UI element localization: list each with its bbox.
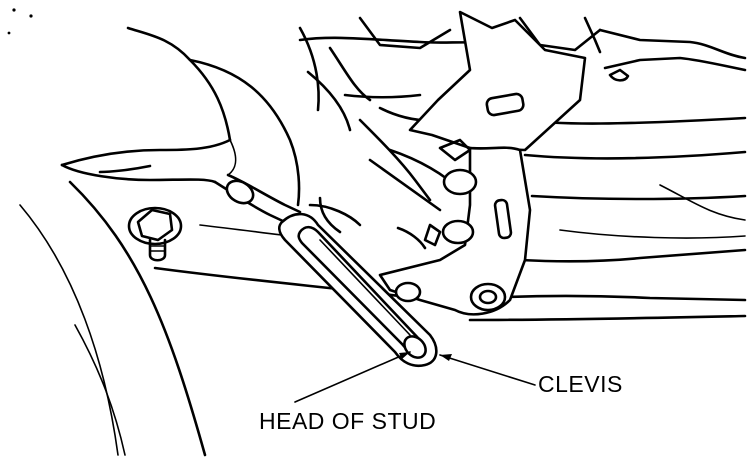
leader-lines [294, 351, 536, 403]
label-head-of-stud: HEAD OF STUD [259, 408, 437, 434]
stud [127, 206, 183, 262]
wrench [213, 173, 438, 368]
engine-background [298, 16, 747, 322]
speckle-dots [7, 8, 33, 35]
label-clevis: CLEVIS [538, 371, 623, 397]
clevis-assembly [378, 146, 532, 316]
bracket [408, 10, 587, 162]
hand [60, 26, 320, 207]
